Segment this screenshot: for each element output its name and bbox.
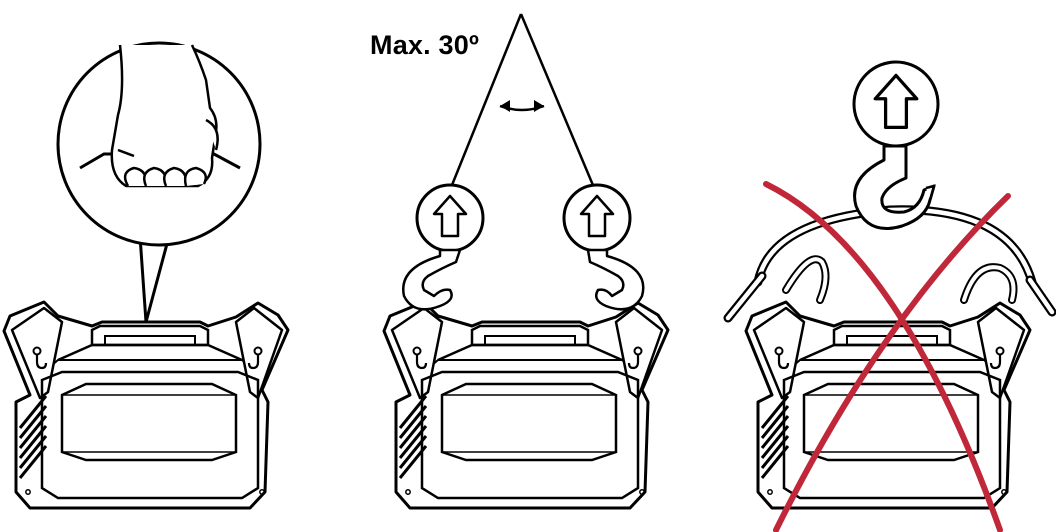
panel-single-hook-sling-prohibited	[723, 60, 1056, 532]
panel-lift-by-handle	[2, 41, 290, 510]
left-lifting-line	[448, 13, 523, 191]
panel-lift-with-two-hooks	[382, 13, 670, 510]
welder-unit-1	[2, 300, 290, 510]
angle-label: Max. 30º	[370, 30, 480, 60]
right-lifting-line	[519, 13, 597, 191]
right-hook-icon	[562, 183, 645, 311]
single-hook-icon	[852, 60, 940, 230]
callout-pointer	[138, 234, 170, 324]
left-hook-icon	[402, 183, 485, 311]
welder-unit-2	[382, 300, 670, 510]
welder-unit-3	[744, 300, 1032, 510]
prohibited-cross-icon	[763, 181, 1011, 532]
hand-icon	[110, 44, 219, 188]
